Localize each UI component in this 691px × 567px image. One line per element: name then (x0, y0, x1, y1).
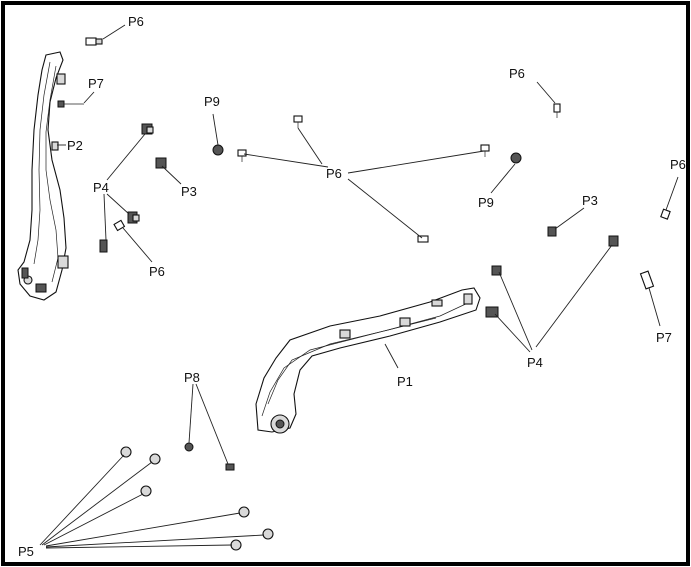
nut-p9-right (510, 152, 522, 164)
label-p6-top: P6 (128, 14, 144, 29)
nut-p5-4 (238, 506, 250, 518)
screw-p6-center-4 (417, 235, 429, 243)
screw-p6-top (85, 37, 103, 46)
leader-lines (39, 24, 679, 549)
label-p9-right: P9 (478, 195, 494, 210)
label-p6-top-right: P6 (509, 66, 525, 81)
nut-p5-6 (230, 539, 242, 551)
label-p8: P8 (184, 370, 200, 385)
screw-p6-right (660, 208, 671, 220)
label-p6-center: P6 (326, 166, 342, 181)
label-p7-right: P7 (656, 330, 672, 345)
clip-p4-left-bottom (99, 239, 108, 253)
screw-p7-right (639, 270, 655, 290)
screw-p8-1 (184, 442, 194, 452)
label-p6-left: P6 (149, 264, 165, 279)
label-p9-left: P9 (204, 94, 220, 109)
label-p6-right: P6 (670, 157, 686, 172)
part-p1-lamp (255, 287, 481, 434)
label-p5: P5 (18, 544, 34, 559)
nut-p5-5 (262, 528, 274, 540)
label-p2: P2 (67, 138, 83, 153)
nut-p9-left (212, 144, 224, 156)
clip-p4-left-middle (127, 211, 140, 224)
nut-p5-1 (120, 446, 132, 458)
screw-p6-center-1 (237, 149, 247, 162)
clip-p3-left (155, 157, 167, 169)
nut-p5-3 (140, 485, 152, 497)
screw-p8-2 (225, 463, 235, 471)
label-p7-left: P7 (88, 76, 104, 91)
screw-p7-left (57, 100, 84, 108)
clip-p4-right-3 (485, 306, 499, 318)
screw-p6-center-3 (480, 144, 490, 157)
clip-p4-right-1 (608, 235, 619, 247)
label-p1: P1 (397, 374, 413, 389)
clip-p4-left-top (141, 123, 154, 135)
label-p3-left: P3 (181, 184, 197, 199)
part-p2-housing (17, 51, 69, 301)
label-p3-right: P3 (582, 193, 598, 208)
label-p4-right: P4 (527, 355, 543, 370)
clip-p4-right-2 (491, 265, 502, 276)
nut-p5-2 (149, 453, 161, 465)
clip-p3-right (547, 226, 557, 237)
label-p4-left: P4 (93, 180, 109, 195)
screw-p6-top-right (553, 103, 561, 118)
screw-p6-left (113, 219, 126, 232)
screw-p6-center-2 (293, 115, 303, 128)
